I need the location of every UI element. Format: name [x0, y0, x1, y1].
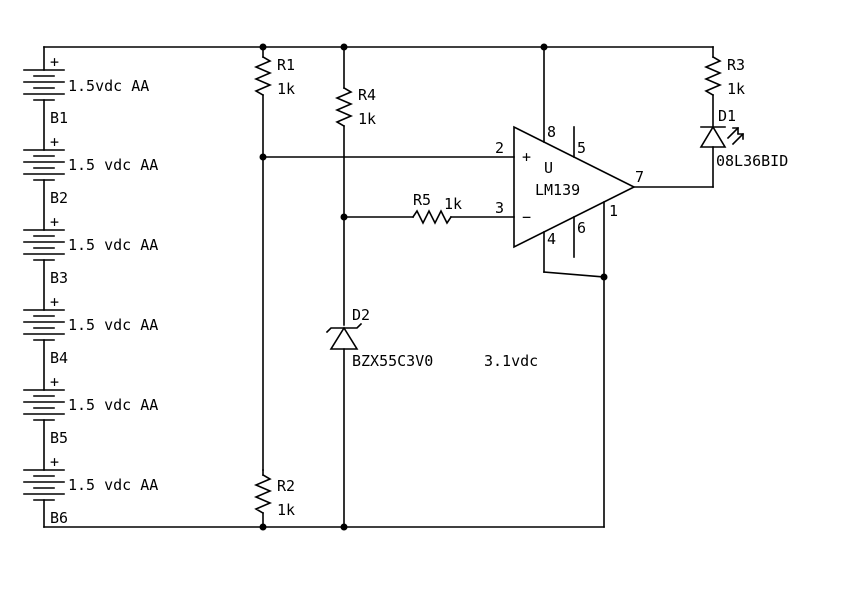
battery-b2-value: 1.5 vdc AA [68, 156, 158, 174]
battery-b2 [23, 149, 65, 231]
junction-dot [600, 273, 608, 281]
pin-8-label: 8 [547, 123, 556, 141]
zener-diode-d2-note: 3.1vdc [484, 352, 538, 370]
battery-b6 [23, 469, 65, 528]
battery-b4 [23, 309, 65, 391]
pin-3-label: 3 [495, 199, 504, 217]
led-d1-ref: D1 [718, 107, 736, 125]
battery-b3 [23, 229, 65, 311]
battery-b1 [23, 69, 65, 151]
battery-b6-ref: B6 [50, 509, 68, 527]
battery-b4-plus: + [50, 293, 59, 311]
zener-diode-d2-part: BZX55C3V0 [352, 352, 433, 370]
comparator-u: + − U LM139 2 3 8 5 4 6 1 7 [495, 46, 714, 528]
resistor-r1-ref: R1 [277, 56, 295, 74]
junction-dot [540, 43, 548, 51]
comparator-minus-sign: − [522, 208, 531, 226]
battery-b5-value: 1.5 vdc AA [68, 396, 158, 414]
pin-6-label: 6 [577, 219, 586, 237]
pin-4-label: 4 [547, 230, 556, 248]
resistor-r5-ref: R5 [413, 191, 431, 209]
zener-diode-d2-ref: D2 [352, 306, 370, 324]
pin-7-label: 7 [635, 168, 644, 186]
comparator-ref: U [544, 159, 553, 177]
battery-b2-ref: B2 [50, 189, 68, 207]
led-light-arrow-2 [731, 132, 745, 146]
battery-b1-ref: B1 [50, 109, 68, 127]
resistor-r4-ref: R4 [358, 86, 376, 104]
resistor-r2: R2 1k [253, 469, 295, 528]
resistor-r3-value: 1k [727, 80, 745, 98]
battery-b1-value: 1.5vdc AA [68, 77, 149, 95]
pin-5-label: 5 [577, 139, 586, 157]
battery-b4-ref: B4 [50, 349, 68, 367]
battery-b4-value: 1.5 vdc AA [68, 316, 158, 334]
resistor-r2-value: 1k [277, 501, 295, 519]
zener-diode-d2: D2 BZX55C3V0 3.1vdc [325, 306, 538, 528]
battery-b5 [23, 389, 65, 471]
junction-dot [259, 523, 267, 531]
junction-dot [340, 43, 348, 51]
resistor-r4-value: 1k [358, 110, 376, 128]
battery-b6-plus: + [50, 453, 59, 471]
resistor-r5-value: 1k [444, 195, 462, 213]
battery-b3-plus: + [50, 213, 59, 231]
resistor-r1: R1 1k [253, 46, 295, 471]
pin-2-label: 2 [495, 139, 504, 157]
battery-b5-plus: + [50, 373, 59, 391]
battery-b5-ref: B5 [50, 429, 68, 447]
resistor-r3-ref: R3 [727, 56, 745, 74]
junction-dot [340, 523, 348, 531]
junction-dot [259, 43, 267, 51]
battery-b2-plus: + [50, 133, 59, 151]
battery-b3-ref: B3 [50, 269, 68, 287]
resistor-r1-value: 1k [277, 80, 295, 98]
junction-dot [259, 153, 267, 161]
pin-1-label: 1 [609, 202, 618, 220]
resistor-r2-ref: R2 [277, 477, 295, 495]
ground-link-wire [543, 271, 605, 278]
junction-dot [340, 213, 348, 221]
battery-b1-plus: + [50, 53, 59, 71]
resistor-r5: R5 1k [411, 191, 515, 225]
comparator-part: LM139 [535, 181, 580, 199]
resistor-r3: R3 1k [703, 46, 745, 128]
led-d1-part: 08L36BID [716, 152, 788, 170]
battery-stack: + 1.5vdc AA B1 + 1.5 vdc AA B2 + 1.5 vdc… [23, 46, 158, 528]
battery-b3-value: 1.5 vdc AA [68, 236, 158, 254]
led-d1: D1 08L36BID [699, 107, 788, 188]
comparator-plus-sign: + [522, 148, 531, 166]
battery-b6-value: 1.5 vdc AA [68, 476, 158, 494]
led-light-arrow-1 [726, 126, 740, 140]
resistor-r4: R4 1k [334, 46, 376, 326]
